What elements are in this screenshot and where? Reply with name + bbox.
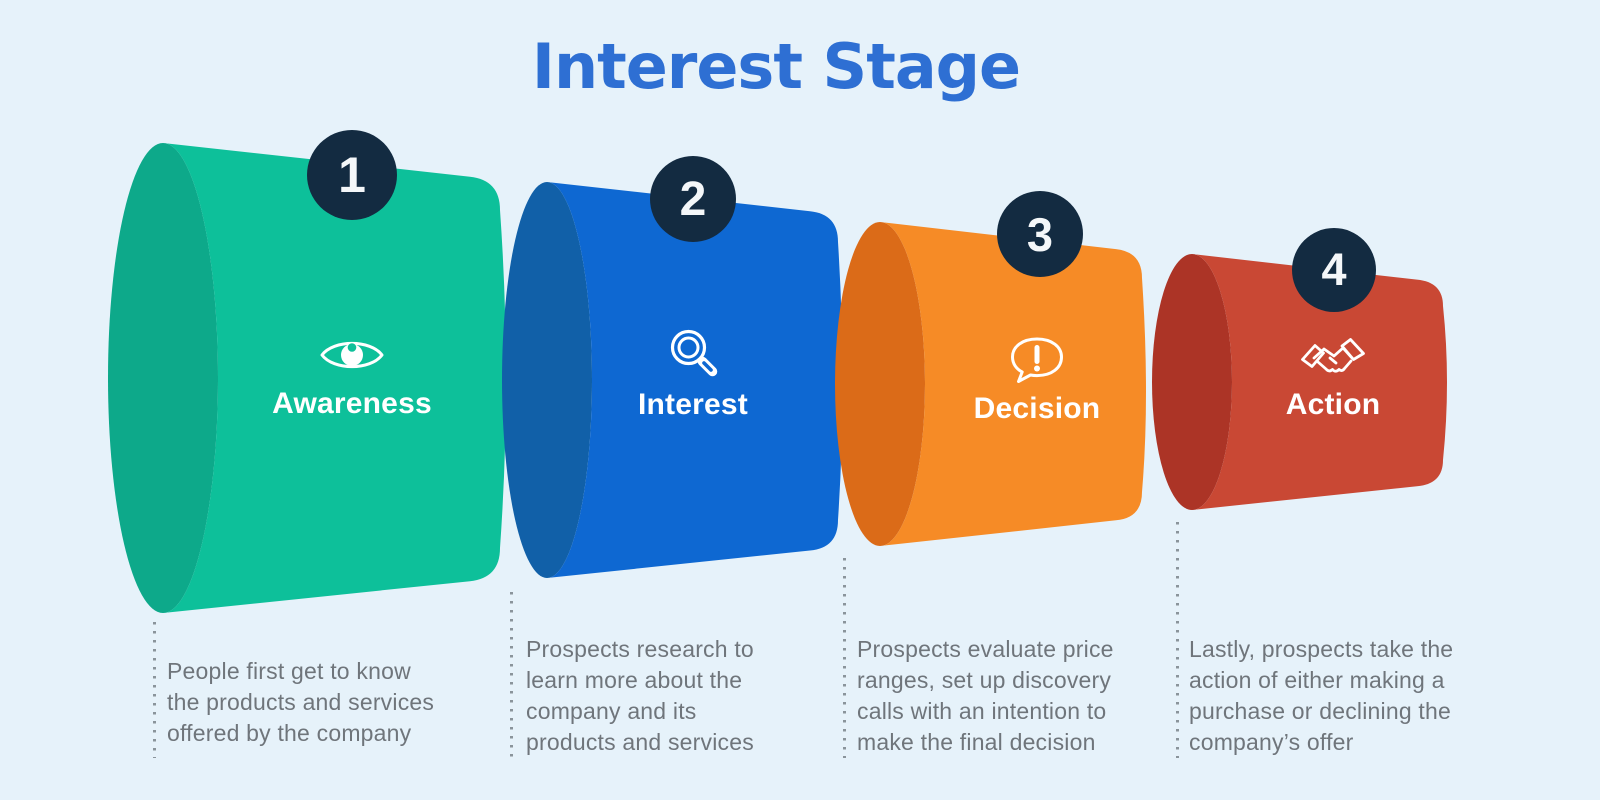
stage-content-decision: Decision [917, 336, 1157, 426]
stage-body [547, 182, 843, 578]
stage-description: People first get to know the products an… [167, 658, 435, 746]
stage-body [1192, 254, 1447, 510]
stage-number-badge-1: 1 [307, 130, 397, 220]
eye-icon [320, 342, 384, 368]
dotted-connector-line [153, 622, 156, 758]
stage-number: 4 [1321, 244, 1347, 295]
stage-number-badge-3: 3 [997, 191, 1083, 277]
funnel-stage-shape-interest [502, 182, 843, 578]
magnifying-glass-icon [670, 329, 718, 377]
stage-number: 2 [679, 172, 707, 226]
stage-label: Interest [638, 388, 748, 421]
handshake-icon [1301, 338, 1365, 373]
stage-number: 1 [338, 147, 366, 203]
dotted-connector-line [1176, 522, 1179, 758]
funnel-stage-shape-awareness [108, 143, 506, 613]
stage-description: Prospects evaluate price ranges, set up … [857, 636, 1114, 755]
stage-content-awareness: Awareness [232, 335, 472, 421]
stage-number-badge-4: 4 [1292, 228, 1376, 312]
dotted-connector-line [510, 592, 513, 758]
stage-content-action: Action [1213, 334, 1453, 422]
stage-body [880, 222, 1146, 546]
stage-label: Awareness [272, 387, 432, 420]
stage-number: 3 [1026, 207, 1054, 261]
funnel-stage-shape-action [1152, 254, 1447, 510]
funnel-stage-shape-decision [835, 222, 1146, 546]
page-title: Interest Stage [531, 30, 1021, 103]
stage-description: Lastly, prospects take the action of eit… [1189, 636, 1454, 755]
stage-description: Prospects research to learn more about t… [526, 636, 754, 755]
stage-edge-ellipse [835, 222, 925, 546]
stage-label: Decision [973, 392, 1101, 425]
dotted-connector-line [843, 558, 846, 758]
stage-number-badge-2: 2 [650, 156, 736, 242]
stage-content-interest: Interest [573, 326, 813, 422]
stage-edge-ellipse [1152, 254, 1232, 510]
speech-bubble-exclamation-icon [1011, 337, 1063, 383]
stage-body [163, 143, 506, 613]
stage-label: Action [1285, 388, 1381, 421]
stage-edge-ellipse [502, 182, 592, 578]
stage-edge-ellipse [108, 143, 218, 613]
